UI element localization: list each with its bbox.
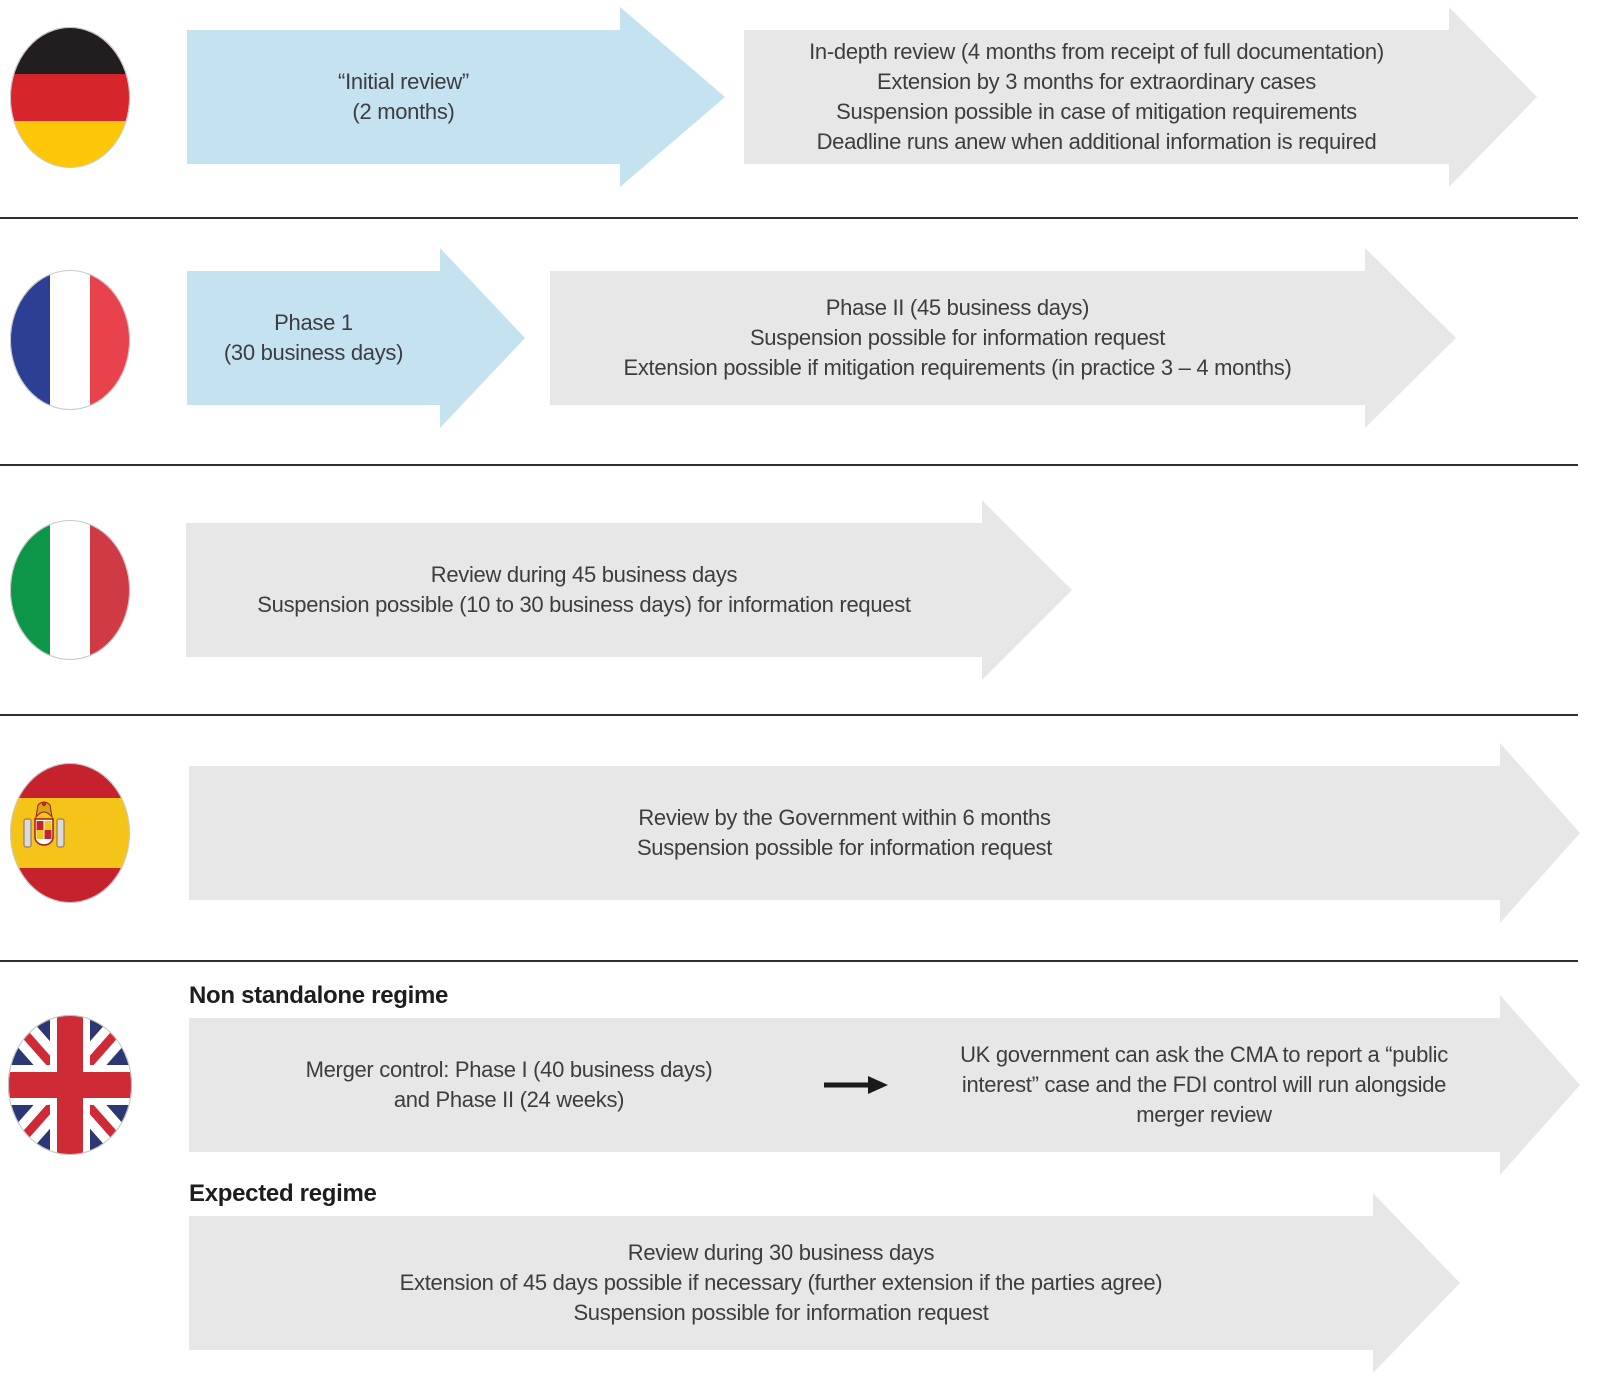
spain-coat-of-arms (23, 801, 65, 848)
arrow-head (620, 7, 725, 187)
arrow-text-line: Deadline runs anew when additional infor… (816, 129, 1377, 154)
arrow-text-line: “Initial review” (338, 69, 469, 94)
arrow-text-line: In-depth review (4 months from receipt o… (809, 39, 1384, 64)
uk-public-interest-text: UK government can ask the CMA to report … (894, 1018, 1514, 1152)
spain-review-arrow: Review by the Government within 6 months… (189, 766, 1500, 900)
arrow-text-line: Phase II (45 business days) (825, 295, 1090, 320)
italy-review-arrow: Review during 45 business days Suspensio… (186, 523, 982, 657)
arrow-head (1365, 248, 1456, 428)
arrow-text-line: Extension by 3 months for extraordinary … (877, 69, 1316, 94)
uk-expected-regime-heading: Expected regime (189, 1180, 377, 1207)
arrow-head (1449, 7, 1537, 187)
arrow-text-line: Suspension possible (10 to 30 business d… (257, 592, 911, 617)
arrow-text-line: Phase 1 (274, 310, 353, 335)
germany-initial-review-arrow: “Initial review” (2 months) (187, 30, 620, 164)
arrow-text-line: (2 months) (352, 99, 455, 124)
france-phase1-arrow: Phase 1 (30 business days) (187, 271, 440, 405)
row-divider (0, 464, 1578, 466)
arrow-text-line: Review during 30 business days (627, 1240, 935, 1265)
arrow-text-line: Extension of 45 days possible if necessa… (399, 1270, 1163, 1295)
uk-expected-regime-arrow: Review during 30 business days Extension… (189, 1216, 1373, 1350)
right-connector-arrow-icon (824, 1074, 888, 1101)
arrow-text-line: UK government can ask the CMA to report … (960, 1042, 1448, 1067)
arrow-head (1500, 743, 1580, 923)
arrow-text-line: Suspension possible for information requ… (573, 1300, 989, 1325)
row-divider (0, 217, 1578, 219)
uk-flag-icon (8, 1015, 132, 1155)
arrow-head (982, 500, 1072, 680)
france-flag-icon (10, 270, 130, 410)
arrow-text-line: Suspension possible in case of mitigatio… (836, 99, 1357, 124)
spain-flag-icon (10, 763, 130, 903)
arrow-text-line: Review by the Government within 6 months (638, 805, 1051, 830)
arrow-text-line: and Phase II (24 weeks) (393, 1087, 625, 1112)
arrow-head (1500, 995, 1580, 1175)
arrow-text-line: Extension possible if mitigation require… (623, 355, 1292, 380)
arrow-text-line: Suspension possible for information requ… (636, 835, 1053, 860)
germany-flag-icon (10, 27, 130, 168)
uk-merger-control-arrow: Merger control: Phase I (40 business day… (189, 1018, 1500, 1152)
arrow-text-line: Suspension possible for information requ… (749, 325, 1166, 350)
arrow-text-line: Merger control: Phase I (40 business day… (305, 1057, 713, 1082)
arrow-text-line: (30 business days) (223, 340, 404, 365)
italy-flag-icon (10, 520, 130, 660)
arrow-text-line: merger review (1136, 1102, 1272, 1127)
france-phase2-arrow: Phase II (45 business days) Suspension p… (550, 271, 1365, 405)
arrow-text-line: interest” case and the FDI control will … (961, 1072, 1447, 1097)
uk-merger-control-text: Merger control: Phase I (40 business day… (249, 1018, 769, 1152)
germany-indepth-review-arrow: In-depth review (4 months from receipt o… (744, 30, 1449, 164)
arrow-head (1373, 1193, 1460, 1373)
row-divider (0, 960, 1578, 962)
arrow-head (440, 248, 525, 428)
uk-non-standalone-regime-heading: Non standalone regime (189, 982, 449, 1009)
row-divider (0, 714, 1578, 716)
arrow-text-line: Review during 45 business days (430, 562, 738, 587)
